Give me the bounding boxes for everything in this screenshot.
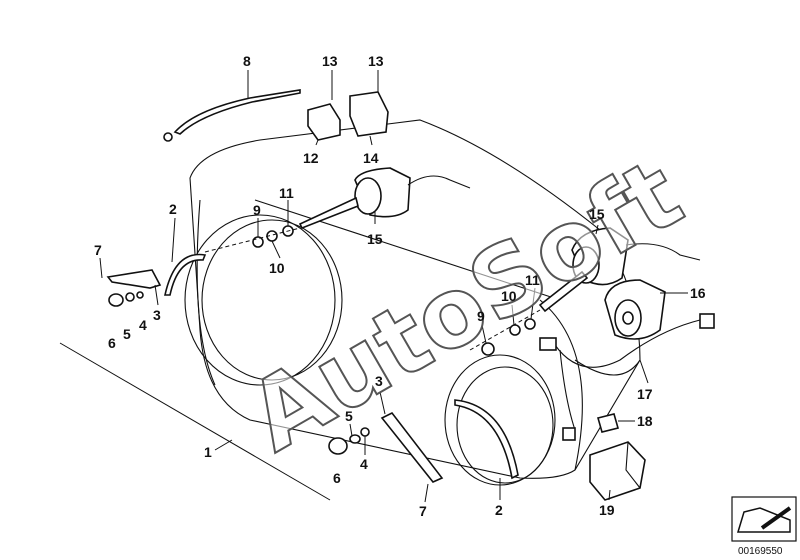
relay-12 <box>307 103 341 141</box>
callout-3-left: 3 <box>153 307 161 323</box>
guide-line-upper <box>204 227 301 253</box>
wiper-motor-upper <box>298 167 471 230</box>
callout-labels: 1 2 2 3 3 4 4 5 5 6 6 7 7 8 9 9 10 10 11… <box>94 53 706 519</box>
washer-5-left <box>125 292 135 302</box>
callout-18: 18 <box>637 413 653 429</box>
control-unit-19 <box>589 441 646 501</box>
callout-10-lower: 10 <box>501 288 517 304</box>
washer-5-right <box>349 434 361 444</box>
callout-12: 12 <box>303 150 319 166</box>
callout-15-lower: 15 <box>589 206 605 222</box>
relay-14 <box>349 91 389 137</box>
washer-11-lower <box>524 318 536 330</box>
car-silhouette-icon <box>736 507 791 533</box>
left-headlight-opening <box>184 214 343 386</box>
nut-4-left <box>136 291 144 299</box>
wiper-motor-lower <box>538 227 701 313</box>
callout-2-left: 2 <box>169 201 177 217</box>
wiper-arm-right <box>380 411 444 483</box>
callout-7-left: 7 <box>94 242 102 258</box>
wiper-blade-right <box>454 399 519 480</box>
callout-2-right: 2 <box>495 502 503 518</box>
cap-left <box>108 293 124 307</box>
leader-lines <box>59 70 688 503</box>
callout-13-right: 13 <box>368 53 384 69</box>
callout-6-left: 6 <box>108 335 116 351</box>
callout-9-upper: 9 <box>253 202 261 218</box>
bolt-9-upper <box>252 236 264 248</box>
callout-10-upper: 10 <box>269 260 285 276</box>
callout-1: 1 <box>204 444 212 460</box>
callout-15-upper: 15 <box>367 231 383 247</box>
callout-16: 16 <box>690 285 706 301</box>
washer-10-lower <box>509 324 521 336</box>
callout-14: 14 <box>363 150 379 166</box>
callout-11-lower: 11 <box>525 272 540 288</box>
callout-5-left: 5 <box>123 326 131 342</box>
wiring-harness-17 <box>539 313 715 441</box>
cable-8 <box>173 89 301 135</box>
callout-8: 8 <box>243 53 251 69</box>
cap-right <box>328 437 348 455</box>
callout-9-lower: 9 <box>477 308 485 324</box>
callout-4-right: 4 <box>360 456 368 472</box>
callout-11-upper: 11 <box>279 185 294 201</box>
reference-number: 00169550 <box>738 546 783 557</box>
callout-19: 19 <box>599 502 615 518</box>
callout-3-right: 3 <box>375 373 383 389</box>
callout-5-right: 5 <box>345 408 353 424</box>
bolt-9-lower <box>481 342 495 356</box>
motor-16 <box>604 279 666 340</box>
relay-18 <box>597 413 619 433</box>
callout-6-right: 6 <box>333 470 341 486</box>
cable-8-connector <box>163 132 173 142</box>
callout-7-right: 7 <box>419 503 427 519</box>
callout-13-left: 13 <box>322 53 338 69</box>
reference-box: 00169550 <box>731 496 797 557</box>
wiper-blade-left <box>164 253 207 296</box>
callout-4-left: 4 <box>139 317 147 333</box>
wiper-arm-left <box>106 269 162 289</box>
callout-17: 17 <box>637 386 653 402</box>
